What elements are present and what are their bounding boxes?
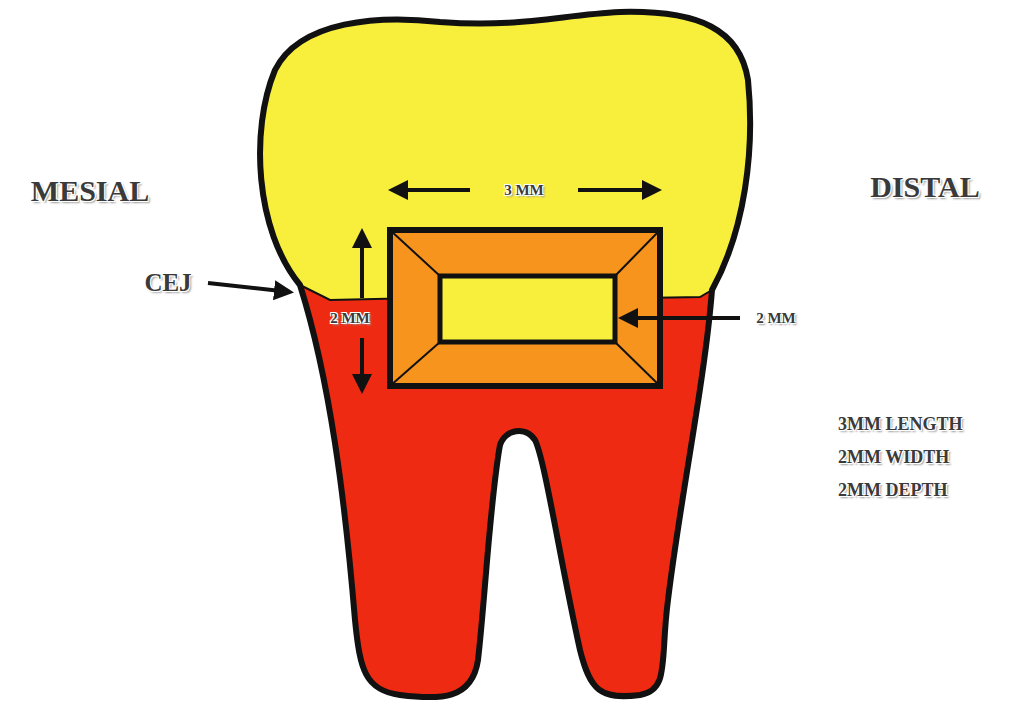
direction-label: DISTAL bbox=[870, 170, 979, 203]
cavity-bevel bbox=[390, 230, 660, 386]
direction-label: MESIAL bbox=[31, 174, 149, 207]
cavity-floor bbox=[440, 276, 615, 342]
cavity-outline bbox=[390, 230, 660, 386]
tooth-outline bbox=[260, 12, 750, 697]
note-text: 3MM LENGTH bbox=[838, 415, 963, 435]
tooth-root bbox=[260, 12, 750, 697]
part-label: CEJ bbox=[144, 269, 191, 297]
note-text: 2MM WIDTH bbox=[838, 448, 949, 468]
dimension-arrows bbox=[208, 190, 740, 390]
dimension-label: 3 MM bbox=[504, 182, 544, 199]
dimension-label: 2 MM bbox=[330, 310, 370, 327]
dimension-label: 2 MM bbox=[756, 310, 796, 327]
note-text: 2MM DEPTH bbox=[838, 481, 948, 501]
